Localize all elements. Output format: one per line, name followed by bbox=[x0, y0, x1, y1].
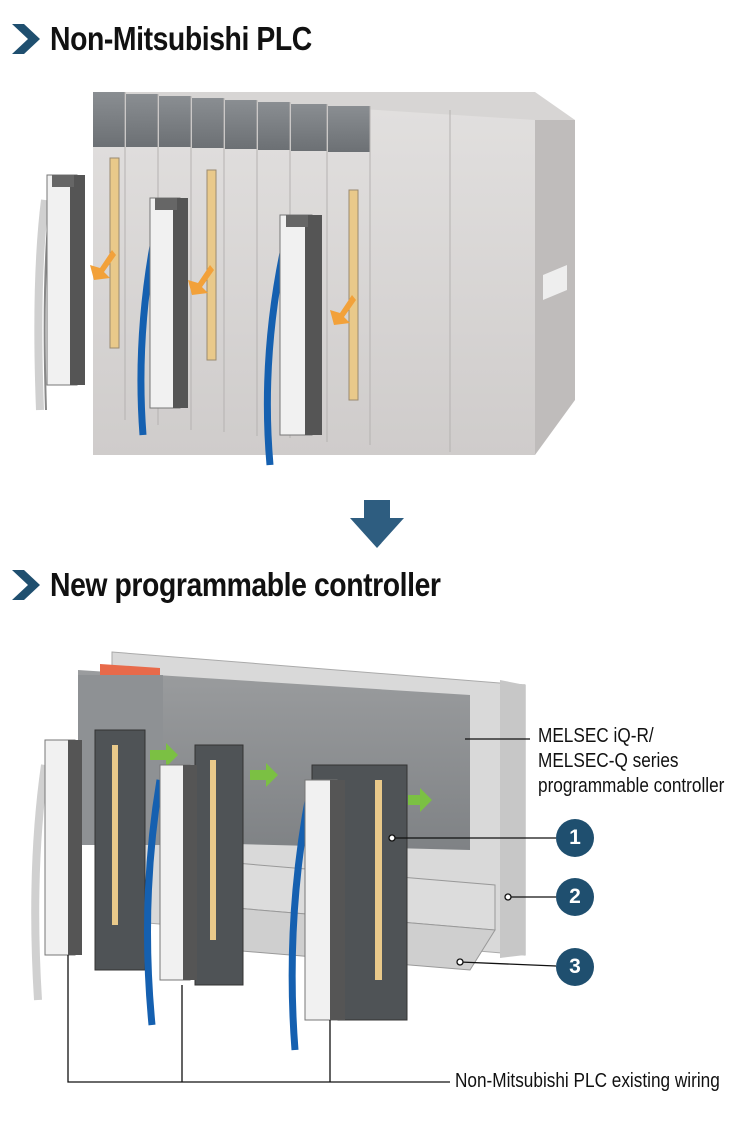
terminal-block bbox=[263, 214, 322, 466]
removal-arrows bbox=[90, 250, 356, 325]
section-heading-non-mitsubishi: Non-Mitsubishi PLC bbox=[10, 20, 354, 58]
terminal-block bbox=[31, 739, 82, 1001]
terminal-block bbox=[144, 764, 197, 1026]
existing-wiring-label: Non-Mitsubishi PLC existing wiring bbox=[455, 1070, 720, 1092]
plc-label-line: MELSEC iQ-R/ bbox=[538, 725, 654, 747]
plc-label-line: MELSEC-Q series bbox=[538, 750, 679, 772]
conversion-adapter bbox=[94, 729, 146, 971]
non-mitsubishi-plc-illustration bbox=[34, 92, 575, 466]
module-tops bbox=[93, 92, 370, 152]
plc-label-line: programmable controller bbox=[538, 775, 725, 797]
section-heading-new-controller: New programmable controller bbox=[10, 566, 504, 604]
new-controller-illustration bbox=[31, 651, 526, 1051]
conversion-adapter bbox=[194, 744, 244, 986]
callout-badge: 2 bbox=[556, 878, 594, 916]
terminal-block bbox=[137, 197, 188, 436]
terminal-block bbox=[34, 174, 85, 411]
callout-badge: 3 bbox=[556, 948, 594, 986]
arrow-down-icon bbox=[350, 500, 404, 548]
chevron-right-icon bbox=[12, 24, 40, 54]
section-title: New programmable controller bbox=[50, 566, 441, 603]
plc-model-label: MELSEC iQ-R/ MELSEC-Q series programmabl… bbox=[538, 724, 724, 799]
chevron-right-icon bbox=[12, 570, 40, 600]
callout-badge: 1 bbox=[556, 819, 594, 857]
section-title: Non-Mitsubishi PLC bbox=[50, 20, 312, 57]
